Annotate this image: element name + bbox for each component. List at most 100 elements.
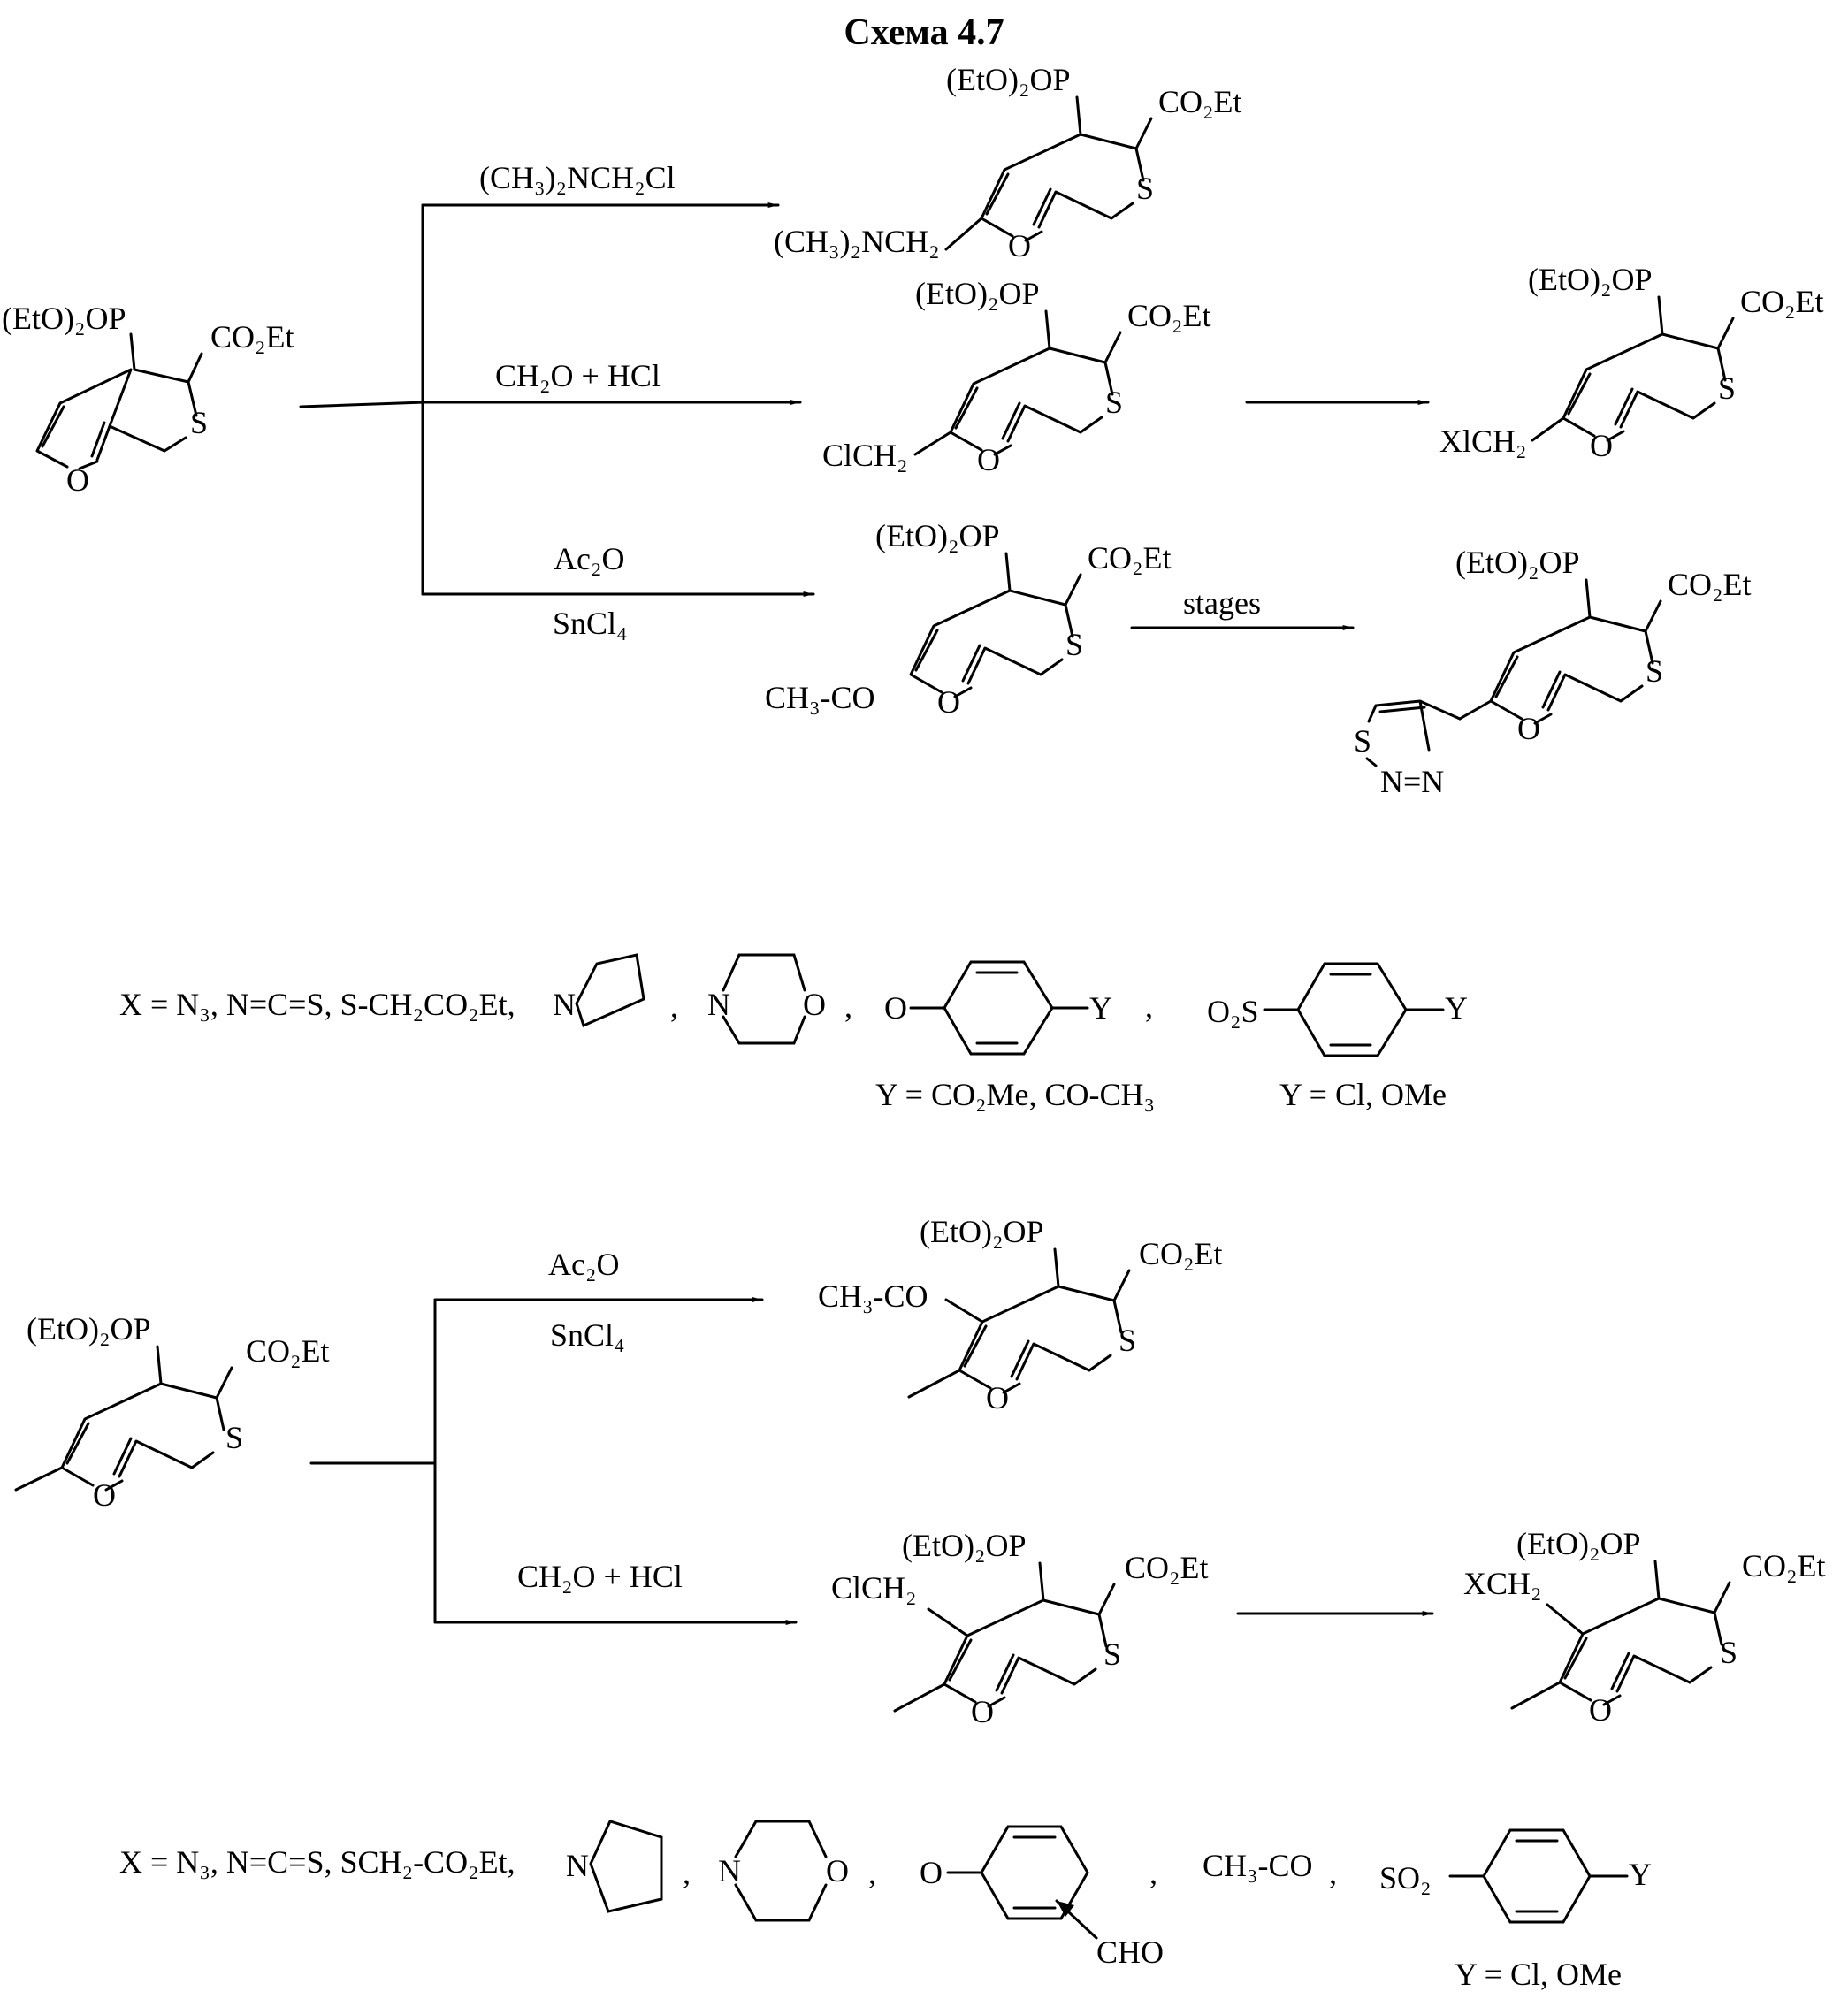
scheme-title: Схема 4.7	[844, 12, 1004, 53]
p4-sub: CH₃-CO	[765, 680, 875, 715]
b1-ester: CO₂Et	[1139, 1236, 1223, 1271]
p4-phosphonate: (EtO)₂OP	[875, 518, 1000, 553]
bottom-reagent-1b: SnCl₄	[550, 1317, 625, 1353]
x2-pyrrolidine-n: N	[566, 1848, 589, 1883]
bottom-reagent-2: CH₂O + HCl	[517, 1559, 683, 1594]
p1-ester: CO₂Et	[1158, 84, 1242, 119]
start-compound-top: (EtO)₂OP CO₂Et S O	[2, 301, 294, 498]
x2-comma-2: ,	[868, 1855, 876, 1890]
x2-ether-o: O	[920, 1855, 943, 1890]
start-bottom-o: O	[93, 1477, 116, 1513]
start-bottom-ester: CO₂Et	[246, 1333, 330, 1369]
x1-items: X = N₃, N=C=S, S-CH₂CO₂Et,	[119, 987, 515, 1022]
top-reagent-3b: SnCl₄	[553, 606, 628, 641]
b1-s: S	[1119, 1323, 1136, 1358]
b3-o: O	[1589, 1692, 1612, 1728]
p2-ester: CO₂Et	[1127, 298, 1211, 333]
b2-phosphonate: (EtO)₂OP	[902, 1528, 1027, 1563]
b3-ester: CO₂Et	[1742, 1548, 1826, 1583]
x2-pyrrolidine-ring	[589, 1820, 663, 1913]
x1-morpholine-n: N	[707, 987, 730, 1022]
p1-o: O	[1008, 228, 1031, 263]
p3-ester: CO₂Et	[1740, 284, 1824, 319]
b3-phosphonate: (EtO)₂OP	[1516, 1526, 1641, 1561]
b1-sub: CH₃-CO	[818, 1278, 928, 1314]
x2-y: Y	[1629, 1857, 1652, 1892]
p2-sub: ClCH₂	[822, 438, 908, 473]
stages-label: stages	[1183, 585, 1261, 621]
b2-s: S	[1103, 1637, 1121, 1672]
top-reagent-1: (CH₃)₂NCH₂Cl	[479, 160, 676, 195]
product-x-bottom: (EtO)₂OP CO₂Et S O XCH₂	[1463, 1526, 1826, 1728]
product-chloromethyl-bottom: (EtO)₂OP CO₂Et S O ClCH₂	[831, 1528, 1209, 1729]
bottom-branch-arrows: Ac₂O SnCl₄ CH₂O + HCl	[309, 1247, 798, 1625]
thiadiazole-nn: N=N	[1380, 764, 1444, 799]
b2-sub: ClCH₂	[831, 1570, 917, 1606]
x2-benzene-2	[1448, 1828, 1629, 1924]
x2-comma-1: ,	[683, 1855, 691, 1890]
b3-s: S	[1720, 1635, 1737, 1670]
x1-so2: O₂S	[1207, 994, 1259, 1029]
p4-o: O	[937, 684, 960, 720]
top-reagent-2: CH₂O + HCl	[495, 358, 661, 393]
top-branch-arrows: (CH₃)₂NCH₂Cl CH₂O + HCl Ac₂O SnCl₄	[299, 160, 815, 641]
p2-phosphonate: (EtO)₂OP	[915, 276, 1040, 311]
b1-phosphonate: (EtO)₂OP	[920, 1214, 1044, 1249]
start-bottom-phosphonate: (EtO)₂OP	[27, 1311, 151, 1347]
x2-items: X = N₃, N=C=S, SCH₂-CO₂Et,	[119, 1844, 515, 1880]
start-top-o: O	[66, 462, 89, 498]
x1-comma-2: ,	[844, 988, 852, 1024]
b3-sub: XCH₂	[1463, 1566, 1542, 1601]
x2-morpholine-ring	[734, 1820, 828, 1922]
product-thiadiazole: (EtO)₂OP CO₂Et S O S N=N	[1354, 545, 1752, 799]
x1-y-2: Y	[1445, 990, 1468, 1026]
x1-ether-o: O	[884, 990, 907, 1026]
x2-comma-3: ,	[1149, 1855, 1157, 1890]
p1-sub: (CH₃)₂NCH₂	[774, 224, 940, 259]
product-mannich: (EtO)₂OP CO₂Et S O (CH₃)₂NCH₂	[774, 62, 1242, 263]
x1-benzene-2	[1263, 962, 1445, 1057]
product-acetyl-top: (EtO)₂OP CO₂Et S O CH₃-CO	[765, 518, 1172, 720]
bottom-reagent-1a: Ac₂O	[548, 1247, 620, 1282]
p3-sub: XlCH₂	[1439, 423, 1527, 459]
x1-y-1: Y	[1089, 990, 1112, 1026]
x2-benzene-1	[946, 1825, 1098, 1940]
x2-comma-4: ,	[1329, 1855, 1337, 1890]
p5-o: O	[1517, 711, 1540, 746]
start-top-phosphonate: (EtO)₂OP	[2, 301, 126, 336]
x2-y-note: Y = Cl, OMe	[1455, 1957, 1622, 1992]
product-acetyl-bottom: (EtO)₂OP CO₂Et S O CH₃-CO	[818, 1214, 1223, 1415]
product-x-top: (EtO)₂OP CO₂Et S O XlCH₂	[1439, 262, 1824, 463]
x1-morpholine-o: O	[803, 987, 826, 1022]
b2-o: O	[971, 1694, 994, 1729]
start-compound-bottom: (EtO)₂OP CO₂Et S O	[14, 1311, 330, 1513]
x2-cho: CHO	[1096, 1934, 1164, 1970]
p4-ester: CO₂Et	[1088, 540, 1172, 576]
p2-s: S	[1105, 385, 1123, 420]
p5-phosphonate: (EtO)₂OP	[1455, 545, 1580, 580]
substituent-list-1: X = N₃, N=C=S, S-CH₂CO₂Et, N , N O , O Y…	[119, 953, 1468, 1112]
p5-ester: CO₂Et	[1668, 567, 1752, 602]
p1-s: S	[1136, 171, 1154, 206]
x1-pyrrolidine-ring	[575, 953, 645, 1028]
top-reagent-3a: Ac₂O	[554, 541, 625, 576]
x1-morpholine-ring	[722, 953, 806, 1045]
x2-morpholine-o: O	[826, 1853, 849, 1888]
x1-comma-1: ,	[670, 988, 678, 1024]
thiadiazole-s: S	[1354, 723, 1371, 759]
x1-y-note-1: Y = CO₂Me, CO-CH₃	[875, 1077, 1155, 1112]
p5-s: S	[1646, 653, 1663, 689]
x1-y-note-2: Y = Cl, OMe	[1279, 1077, 1447, 1112]
product-chloromethyl: (EtO)₂OP CO₂Et S O ClCH₂	[822, 276, 1211, 477]
p1-phosphonate: (EtO)₂OP	[946, 62, 1071, 97]
b2-ester: CO₂Et	[1125, 1550, 1209, 1585]
p4-s: S	[1065, 627, 1083, 662]
x1-pyrrolidine-n: N	[553, 987, 576, 1022]
start-top-s: S	[190, 405, 208, 440]
start-bottom-s: S	[225, 1420, 243, 1455]
x1-comma-3: ,	[1145, 988, 1153, 1024]
x2-so2: SO₂	[1379, 1860, 1432, 1896]
p3-s: S	[1718, 370, 1736, 406]
p3-phosphonate: (EtO)₂OP	[1528, 262, 1653, 297]
